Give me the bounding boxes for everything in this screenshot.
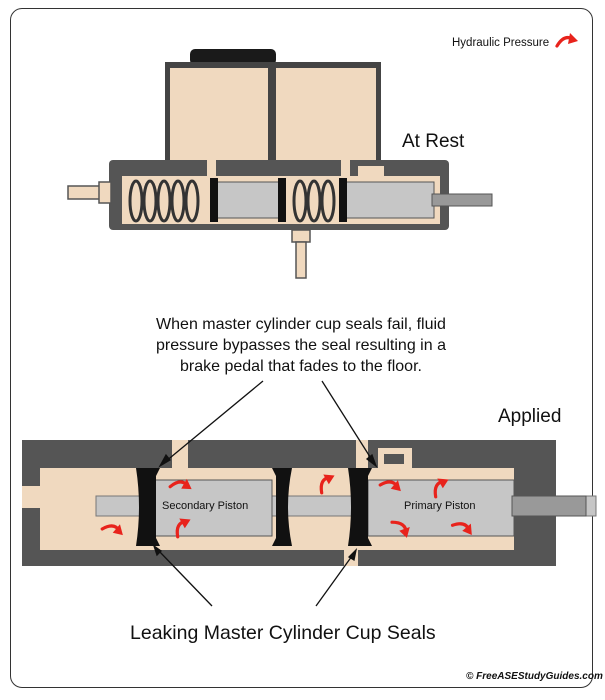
caption-text: When master cylinder cup seals fail, flu…	[156, 316, 446, 375]
legend-arrow-icon	[555, 31, 580, 48]
legend-label: Hydraulic Pressure	[452, 37, 550, 49]
secondary-piston-label: Secondary Piston	[162, 500, 249, 512]
cup-seals	[136, 468, 372, 546]
reservoir	[165, 49, 381, 174]
copyright-notice: © FreeASEStudyGuides.com	[466, 671, 603, 682]
secondary-cup-seal	[136, 468, 160, 546]
applied-rods-and-pistons	[95, 479, 597, 537]
state-label-applied: Applied	[498, 406, 562, 427]
pointer-lines	[152, 380, 378, 607]
state-label-at-rest: At Rest	[402, 131, 465, 152]
bottom-title: Leaking Master Cylinder Cup Seals	[130, 622, 436, 644]
primary-piston-label: Primary Piston	[404, 500, 476, 512]
secondary-rear-seal	[272, 468, 292, 546]
rest-springs-and-pistons	[67, 178, 493, 279]
primary-cup-seal	[348, 468, 372, 546]
